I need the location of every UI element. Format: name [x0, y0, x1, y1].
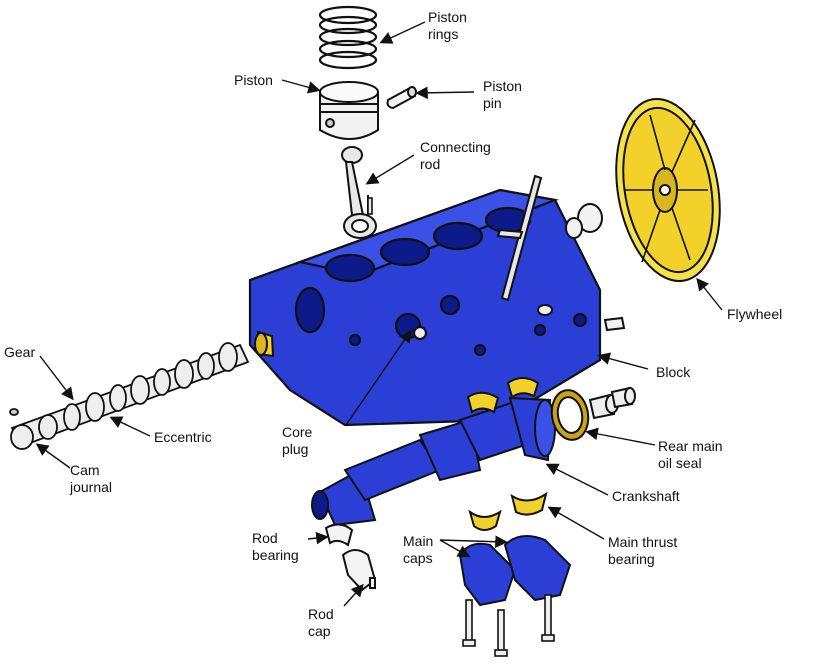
cam-bearing-part: [254, 330, 275, 358]
label-cam-journal: Cam journal: [70, 462, 113, 495]
main-bearings-part: [466, 377, 548, 531]
piston-rings-part: [318, 5, 378, 70]
label-block: Block: [656, 364, 691, 380]
label-main-caps: Main caps: [403, 533, 434, 566]
dipstick-tube-part: [496, 174, 543, 302]
rear-main-oil-seal-part: [550, 389, 590, 441]
label-rear-main-oil-seal: Rear main oil seal: [658, 438, 723, 471]
label-core-plug: Core plug: [282, 424, 313, 457]
label-flywheel: Flywheel: [727, 306, 783, 322]
rod-bolts: [367, 197, 373, 215]
camshaft-part: [9, 342, 250, 450]
label-piston: Piston: [234, 72, 273, 88]
connecting-rod-part: [341, 146, 377, 239]
piston-part: [319, 81, 379, 140]
label-rod-cap: Rod cap: [308, 606, 334, 639]
main-cap-bolts: [462, 594, 555, 657]
flywheel-part: [615, 97, 721, 283]
rod-bearing-part: [324, 523, 354, 547]
engine-block-part: [248, 188, 602, 427]
label-crankshaft: Crankshaft: [612, 488, 680, 504]
label-main-thrust-bearing: Main thrust bearing: [608, 534, 678, 567]
block-freeze-plugs: [537, 203, 626, 332]
rod-cap-part: [341, 549, 377, 592]
leader-lines: [35, 21, 723, 607]
label-rod-bearing: Rod bearing: [252, 530, 299, 563]
seal-bushings-part: [588, 386, 636, 420]
label-piston-rings: Piston rings: [428, 9, 467, 42]
label-connecting-rod: Connecting rod: [420, 139, 491, 172]
piston-pin-part: [386, 86, 417, 110]
main-caps-part: [458, 535, 572, 607]
label-eccentric: Eccentric: [154, 429, 212, 445]
crankshaft-part: [311, 396, 556, 527]
label-piston-pin: Piston pin: [483, 78, 522, 111]
label-gear: Gear: [4, 344, 36, 360]
